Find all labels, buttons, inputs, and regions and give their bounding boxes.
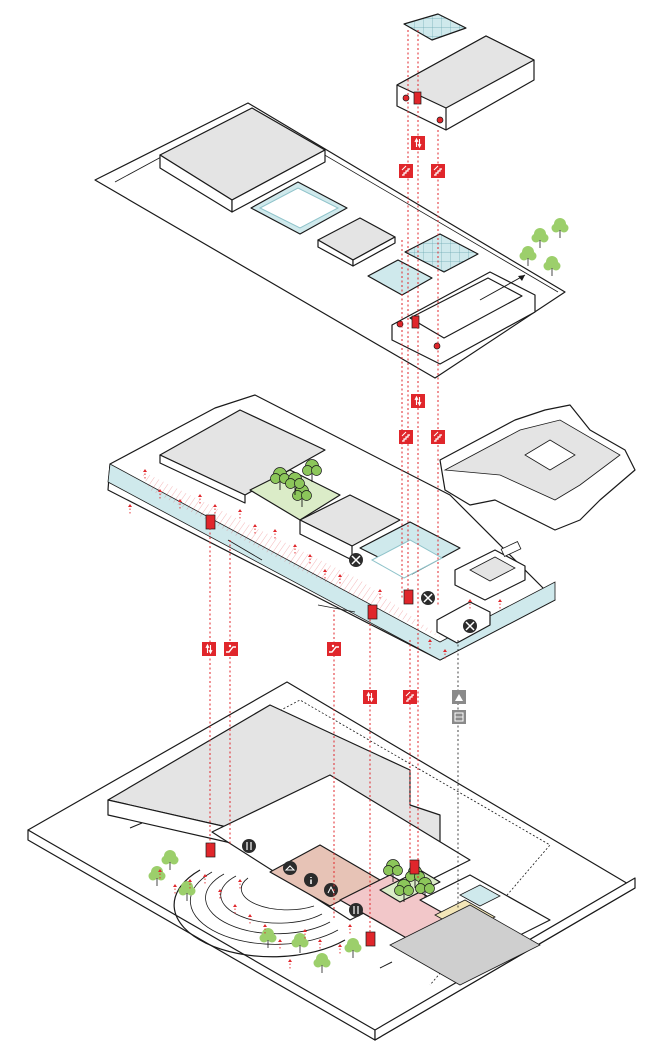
no-entry-icon: [463, 619, 477, 633]
escalator-icon: [326, 641, 342, 657]
cloakroom-icon: [283, 861, 297, 875]
top-glass-skylight: [403, 13, 467, 41]
stair-icon: [398, 163, 414, 179]
landscape-icon: [452, 690, 466, 704]
elevator-icon: [362, 689, 378, 705]
top-pavilion-roof: [396, 35, 535, 109]
escalator-icon: [223, 641, 239, 657]
ground-core-west: [205, 842, 216, 858]
building-icon: [452, 710, 466, 724]
info-icon: [304, 873, 318, 887]
top-roof-pavilion: [396, 13, 535, 131]
vertical-circulation-lines: [209, 30, 459, 935]
stair-icon: [430, 163, 446, 179]
elevator-icon: [201, 641, 217, 657]
upper-floor-level: [107, 394, 636, 661]
roof-glass-cluster: [404, 233, 479, 273]
elevator-icon: [410, 135, 426, 151]
upper-core-central: [367, 604, 378, 620]
elevator-icon: [410, 393, 426, 409]
toilet-icon: [324, 883, 338, 897]
stair-icon: [402, 689, 418, 705]
restaurant-icon: [349, 903, 363, 917]
roof-level: [94, 102, 569, 379]
stair-icon: [430, 429, 446, 445]
upper-core-west: [205, 514, 216, 530]
ground-core-central: [365, 931, 376, 947]
no-entry-icon: [349, 553, 363, 567]
restaurant-icon: [242, 839, 256, 853]
ground-level: [27, 681, 636, 1041]
no-entry-icon: [421, 591, 435, 605]
circulation-badges: [201, 135, 466, 724]
stair-icon: [398, 429, 414, 445]
roof-second-void: [367, 259, 433, 296]
